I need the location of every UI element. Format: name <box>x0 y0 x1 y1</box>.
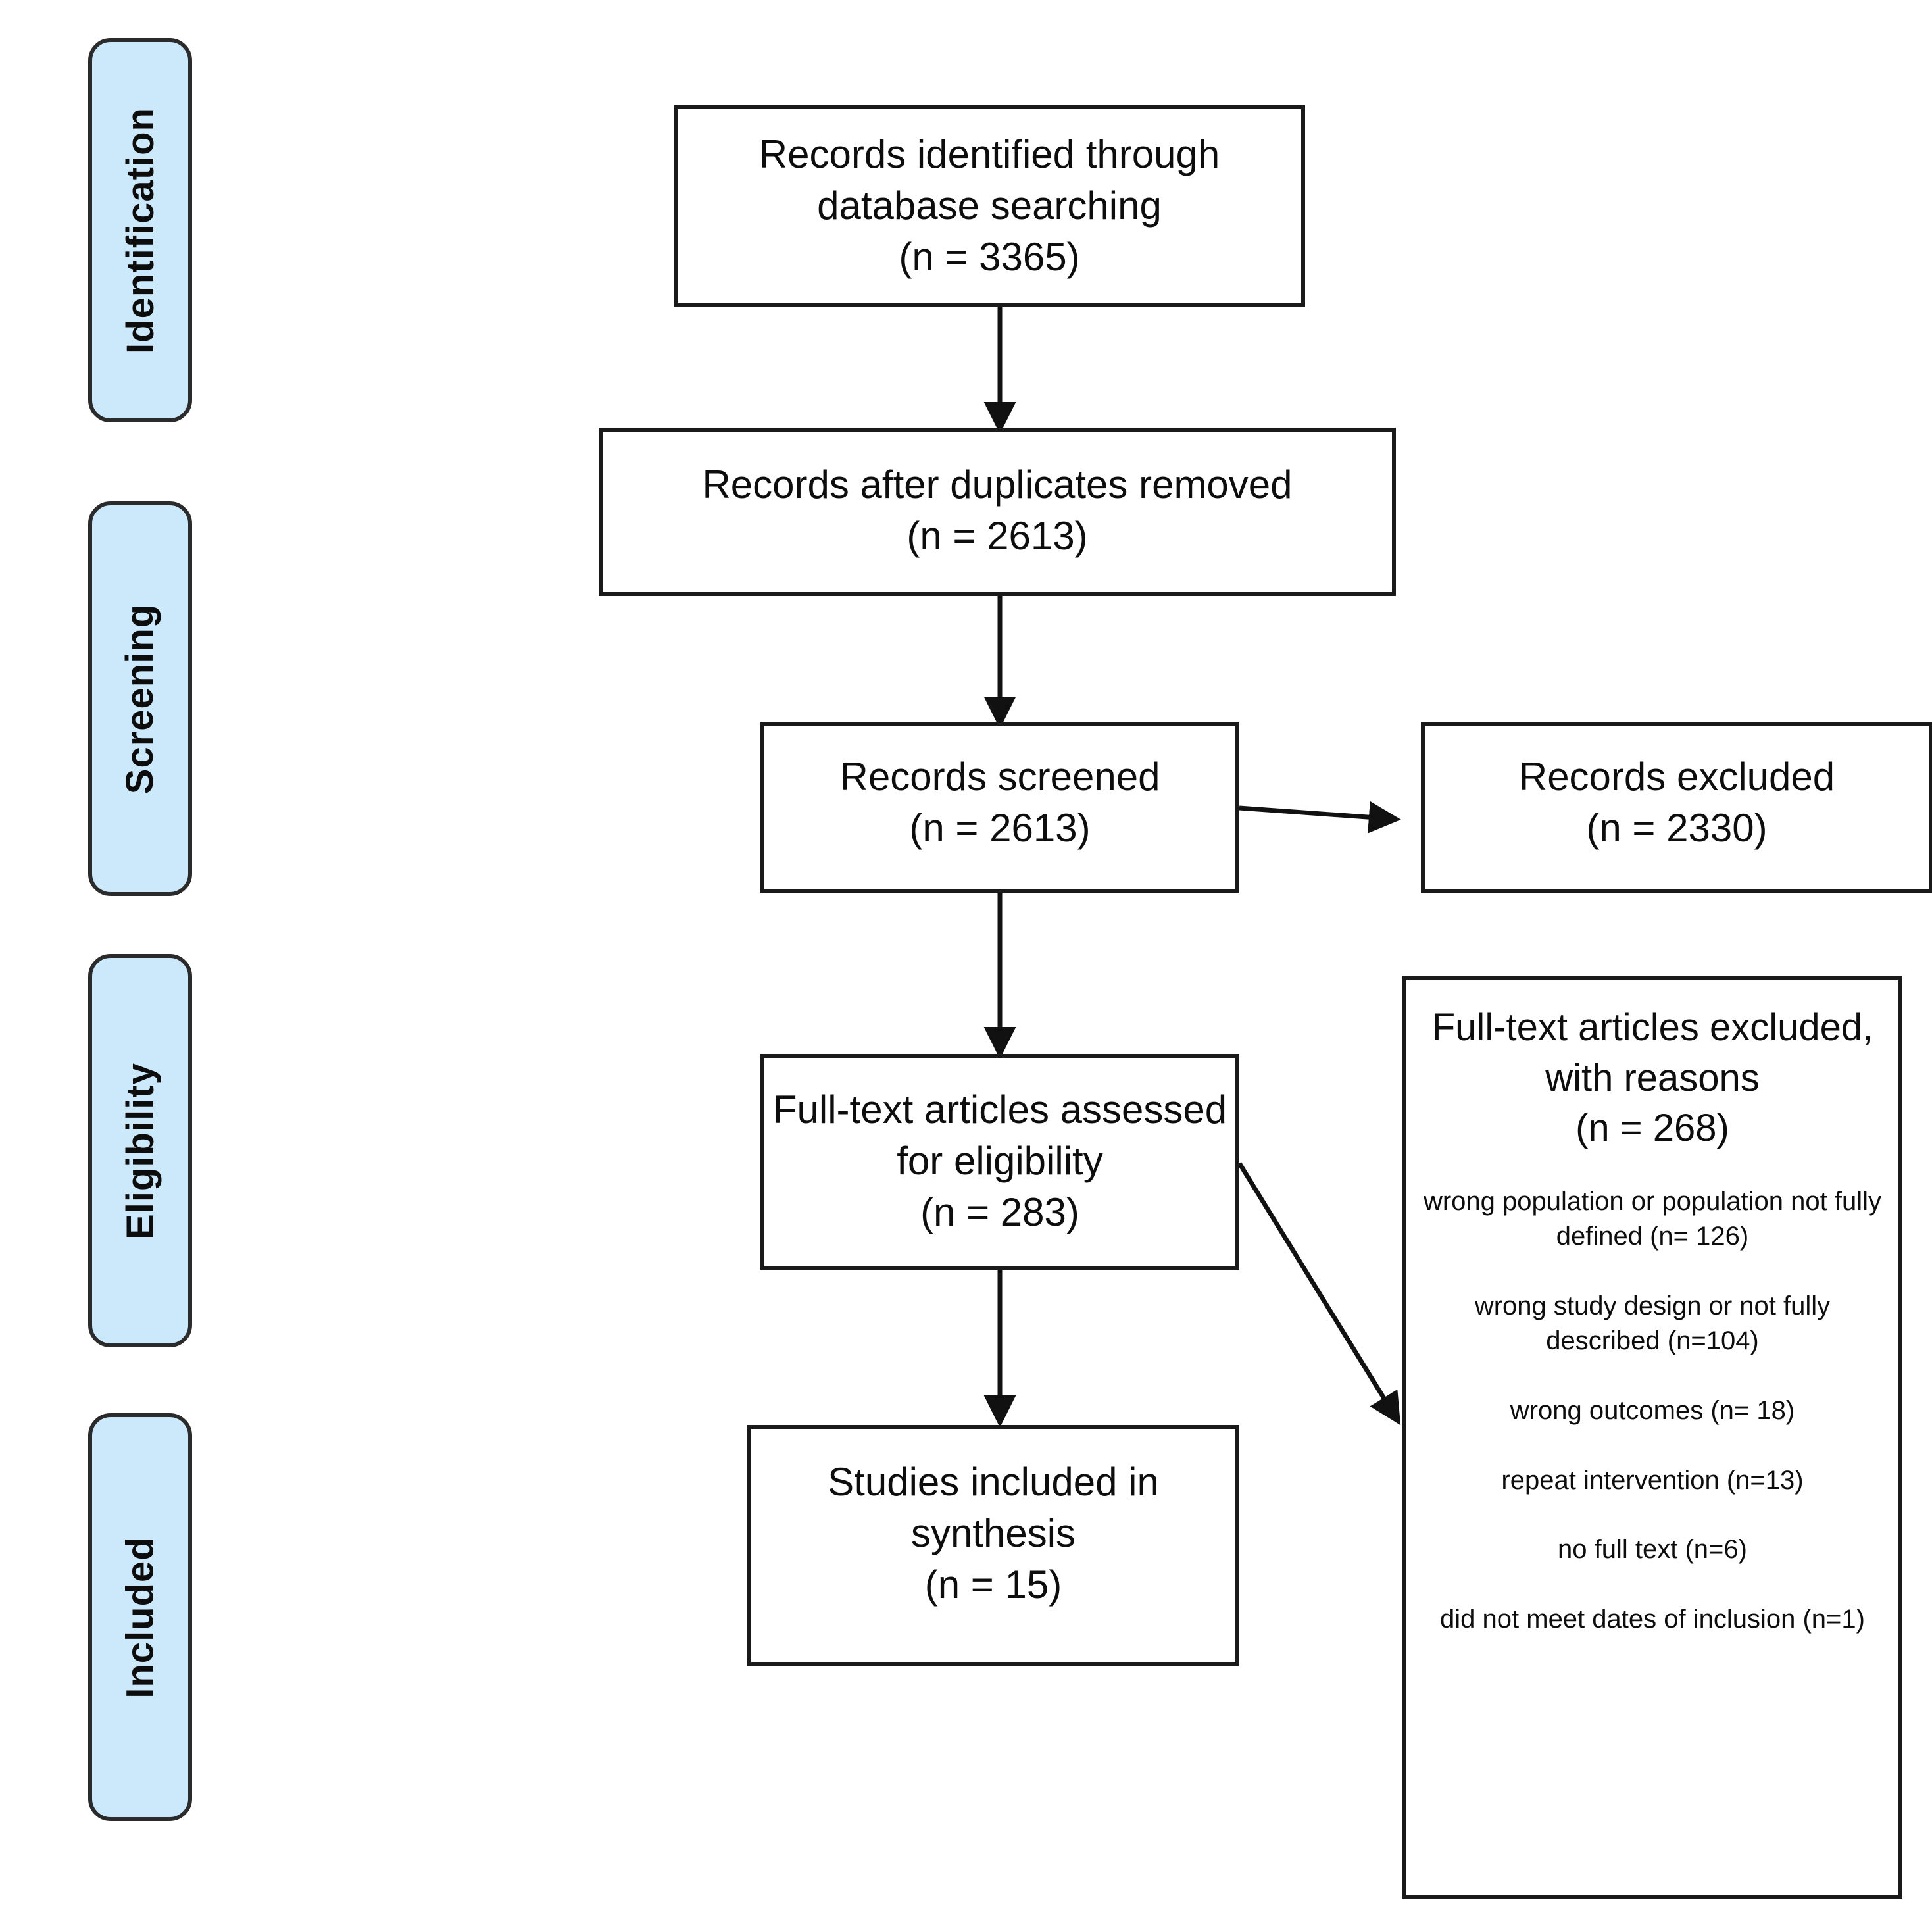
exclusion-reason-item: no full text (n=6) <box>1558 1535 1747 1565</box>
box-records-excluded: Records excluded (n = 2330) <box>1421 722 1932 893</box>
exclusion-reason-item: wrong study design or not fully describe… <box>1474 1291 1831 1356</box>
box-fulltext-assessed: Full-text articles assessed for eligibil… <box>760 1054 1239 1270</box>
arrow-fulltext-assessed-to-fulltext-excluded <box>1237 1162 1401 1426</box>
box-records-deduplicated: Records after duplicates removed (n = 26… <box>599 428 1396 596</box>
box-included-studies-count: (n = 15) <box>924 1563 1062 1607</box>
box-fulltext-excluded-with-reasons: Full-text articles excluded, with reason… <box>1402 976 1902 1899</box>
box-fulltext-assessed-count: (n = 283) <box>920 1190 1079 1234</box>
box-records-deduplicated-count: (n = 2613) <box>906 514 1088 558</box>
phase-pill-screening: Screening <box>88 501 192 896</box>
arrow-screened-to-records-excluded <box>1239 801 1401 834</box>
box-fulltext-assessed-line2: for eligibility <box>897 1139 1103 1183</box>
phase-label-included: Included <box>118 1536 162 1699</box>
exclusion-reason-item: repeat intervention (n=13) <box>1501 1465 1804 1495</box>
phase-label-screening: Screening <box>118 603 162 794</box>
box-included-studies: Studies included in synthesis (n = 15) <box>747 1425 1239 1666</box>
box-records-excluded-count: (n = 2330) <box>1586 806 1768 850</box>
box-fulltext-excluded-line1: Full-text articles excluded, <box>1431 1006 1873 1049</box>
phase-label-eligibility: Eligibility <box>118 1062 162 1240</box>
exclusion-reason-item: wrong outcomes (n= 18) <box>1510 1396 1795 1426</box>
box-records-screened-line1: Records screened <box>839 755 1160 799</box>
box-included-studies-line2: synthesis <box>910 1511 1076 1555</box>
exclusion-reason-item: wrong population or population not fully… <box>1423 1186 1882 1251</box>
box-fulltext-assessed-line1: Full-text articles assessed <box>772 1088 1227 1132</box>
box-fulltext-excluded-line2: with reasons <box>1545 1056 1760 1099</box>
box-records-deduplicated-line1: Records after duplicates removed <box>702 463 1293 507</box>
phase-label-identification: Identification <box>118 107 162 354</box>
box-records-identified: Records identified through database sear… <box>674 105 1305 307</box>
phase-pill-eligibility: Eligibility <box>88 954 192 1347</box>
phase-pill-identification: Identification <box>88 38 192 422</box>
phase-pill-included: Included <box>88 1413 192 1821</box>
box-records-identified-line1: Records identified through <box>758 132 1220 176</box>
box-records-excluded-line1: Records excluded <box>1518 755 1835 799</box>
exclusion-reason-item: did not meet dates of inclusion (n=1) <box>1440 1604 1865 1634</box>
box-fulltext-excluded-count: (n = 268) <box>1575 1107 1729 1150</box>
box-included-studies-line1: Studies included in <box>828 1460 1159 1504</box>
box-records-identified-line2: database searching <box>817 184 1162 228</box>
box-records-identified-count: (n = 3365) <box>899 235 1080 279</box>
box-records-screened: Records screened (n = 2613) <box>760 722 1239 893</box>
box-records-screened-count: (n = 2613) <box>909 806 1091 850</box>
exclusion-reasons-list: wrong population or population not fully… <box>1406 1184 1898 1672</box>
